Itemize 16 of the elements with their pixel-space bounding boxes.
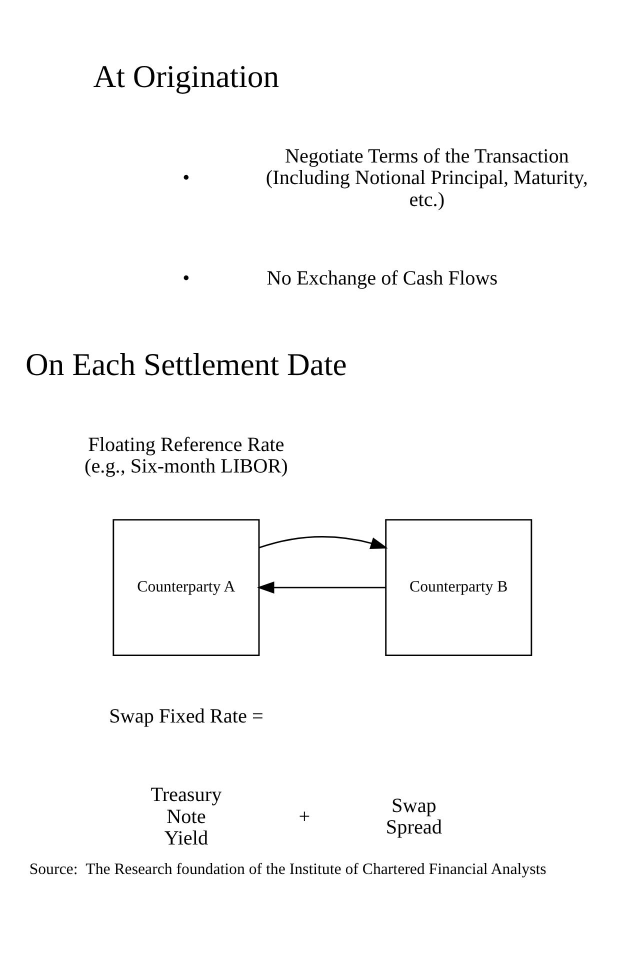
- arrow: [256, 581, 386, 594]
- caption: Source: The Research foundation of the Institute of Chartered Financial Analysts: [29, 861, 546, 878]
- node-box: Counterparty B: [385, 519, 532, 656]
- label: On Each Settlement Date: [26, 347, 347, 382]
- label: •: [182, 167, 190, 190]
- label: No Exchange of Cash Flows: [266, 267, 498, 290]
- label: Treasury Note Yield: [150, 784, 222, 850]
- arrow: [258, 536, 388, 550]
- label: Floating Reference Rate (e.g., Six-month LIBOR): [84, 434, 288, 478]
- label: +: [298, 806, 310, 828]
- label: At Origination: [93, 58, 280, 94]
- label: •: [182, 267, 190, 290]
- label: Swap Fixed Rate =: [109, 706, 264, 728]
- node-box: Counterparty A: [112, 519, 260, 656]
- label: Negotiate Terms of the Transaction (Including Notional Principal, Maturity, etc.): [266, 146, 588, 211]
- label: Swap Spread: [386, 794, 442, 839]
